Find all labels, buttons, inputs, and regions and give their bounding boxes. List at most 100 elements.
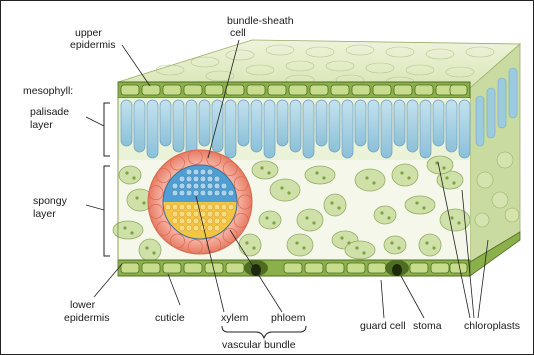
chloroplast <box>380 211 383 214</box>
palisade-cell <box>160 100 171 146</box>
chloroplast <box>135 196 138 199</box>
palisade-cell <box>407 100 418 152</box>
palisade-cell <box>264 100 275 158</box>
phloem-cell <box>179 218 185 224</box>
chloroplast <box>145 246 148 249</box>
label-guard-cell: guard cell <box>360 320 406 332</box>
phloem-cell <box>186 204 192 210</box>
label-spongy-1: spongy <box>33 195 68 207</box>
chloroplast <box>365 176 368 179</box>
chloroplast <box>432 246 435 249</box>
xylem-cell <box>200 183 206 189</box>
label-bundle-sheath-2: cell <box>230 27 246 39</box>
label-spongy-2: layer <box>33 208 56 220</box>
xylem-cell <box>200 176 206 182</box>
chloroplast <box>425 241 428 244</box>
palisade-cell <box>121 100 132 146</box>
phloem-cell <box>221 211 227 217</box>
palisade-cell <box>290 100 301 152</box>
chloroplast <box>280 186 283 189</box>
chloroplast <box>457 221 460 224</box>
label-lower-epidermis-2: epidermis <box>64 312 110 324</box>
phloem-cell <box>221 204 227 210</box>
vascular-bundle-brace <box>222 326 306 338</box>
spongy-cell <box>270 179 300 201</box>
phloem-cell <box>179 211 185 217</box>
spongy-cell <box>355 169 385 191</box>
chloroplast <box>132 176 135 179</box>
palisade-cell <box>186 100 197 158</box>
xylem-cell <box>207 190 213 196</box>
chloroplast <box>295 241 298 244</box>
label-palisade-1: palisade <box>30 106 69 118</box>
phloem-cell <box>193 211 199 217</box>
chloroplast <box>245 241 248 244</box>
xylem-cell <box>186 190 192 196</box>
phloem-cell <box>214 225 220 231</box>
chloroplast <box>305 216 308 219</box>
phloem-cell <box>214 204 220 210</box>
spongy-cell <box>419 234 441 256</box>
xylem-cell <box>214 190 220 196</box>
xylem-cell <box>172 190 178 196</box>
palisade-cell <box>446 100 457 152</box>
palisade-cell <box>394 100 405 146</box>
chloroplast <box>142 201 145 204</box>
spongy-cell <box>392 164 418 186</box>
chloroplast <box>330 201 333 204</box>
xylem-cell <box>193 176 199 182</box>
chloroplast <box>272 221 275 224</box>
spongy-cell <box>113 221 143 239</box>
phloem-cell <box>179 225 185 231</box>
spongy-cell <box>374 206 396 224</box>
spongy-bracket <box>104 166 110 256</box>
palisade-cell <box>238 100 249 146</box>
palisade-cell <box>173 100 184 152</box>
chloroplast <box>260 166 263 169</box>
phloem-cell <box>214 211 220 217</box>
chloroplast <box>315 171 318 174</box>
xylem-cell <box>186 176 192 182</box>
xylem-cell <box>200 190 206 196</box>
spongy-cell <box>297 209 323 231</box>
spongy-cell <box>139 239 161 261</box>
xylem-cell <box>221 190 227 196</box>
label-phloem: phloem <box>271 312 306 324</box>
phloem-cell <box>207 204 213 210</box>
chloroplast <box>312 221 315 224</box>
spongy-cell <box>305 166 335 184</box>
stoma-left <box>244 260 268 276</box>
phloem-cell <box>179 204 185 210</box>
label-vascular-bundle: vascular bundle <box>222 339 296 351</box>
phloem-cell <box>200 204 206 210</box>
chloroplast <box>287 191 290 194</box>
phloem-cell <box>172 204 178 210</box>
xylem-cell <box>228 190 234 196</box>
chloroplast <box>387 216 390 219</box>
palisade-cell <box>316 100 327 146</box>
xylem-cell <box>221 183 227 189</box>
phloem-cell <box>214 218 220 224</box>
xylem-cell <box>193 169 199 175</box>
xylem-cell <box>179 190 185 196</box>
chloroplast <box>265 216 268 219</box>
phloem-cell <box>172 211 178 217</box>
phloem-cell <box>207 211 213 217</box>
spongy-cell <box>259 211 281 229</box>
chloroplast <box>152 251 155 254</box>
xylem-cell <box>172 183 178 189</box>
xylem-cell <box>186 183 192 189</box>
palisade-cell <box>199 100 210 146</box>
label-cuticle: cuticle <box>155 312 185 324</box>
label-upper-epidermis-1: upper <box>75 27 102 39</box>
phloem-cell <box>172 218 178 224</box>
label-stoma: stoma <box>413 320 442 332</box>
palisade-cell <box>303 100 314 158</box>
xylem-cell <box>207 176 213 182</box>
vascular-bundle <box>148 150 252 254</box>
palisade-cell <box>134 100 145 152</box>
phloem-cell <box>186 225 192 231</box>
xylem-cell <box>207 169 213 175</box>
phloem-cell <box>186 211 192 217</box>
xylem-cell <box>179 176 185 182</box>
